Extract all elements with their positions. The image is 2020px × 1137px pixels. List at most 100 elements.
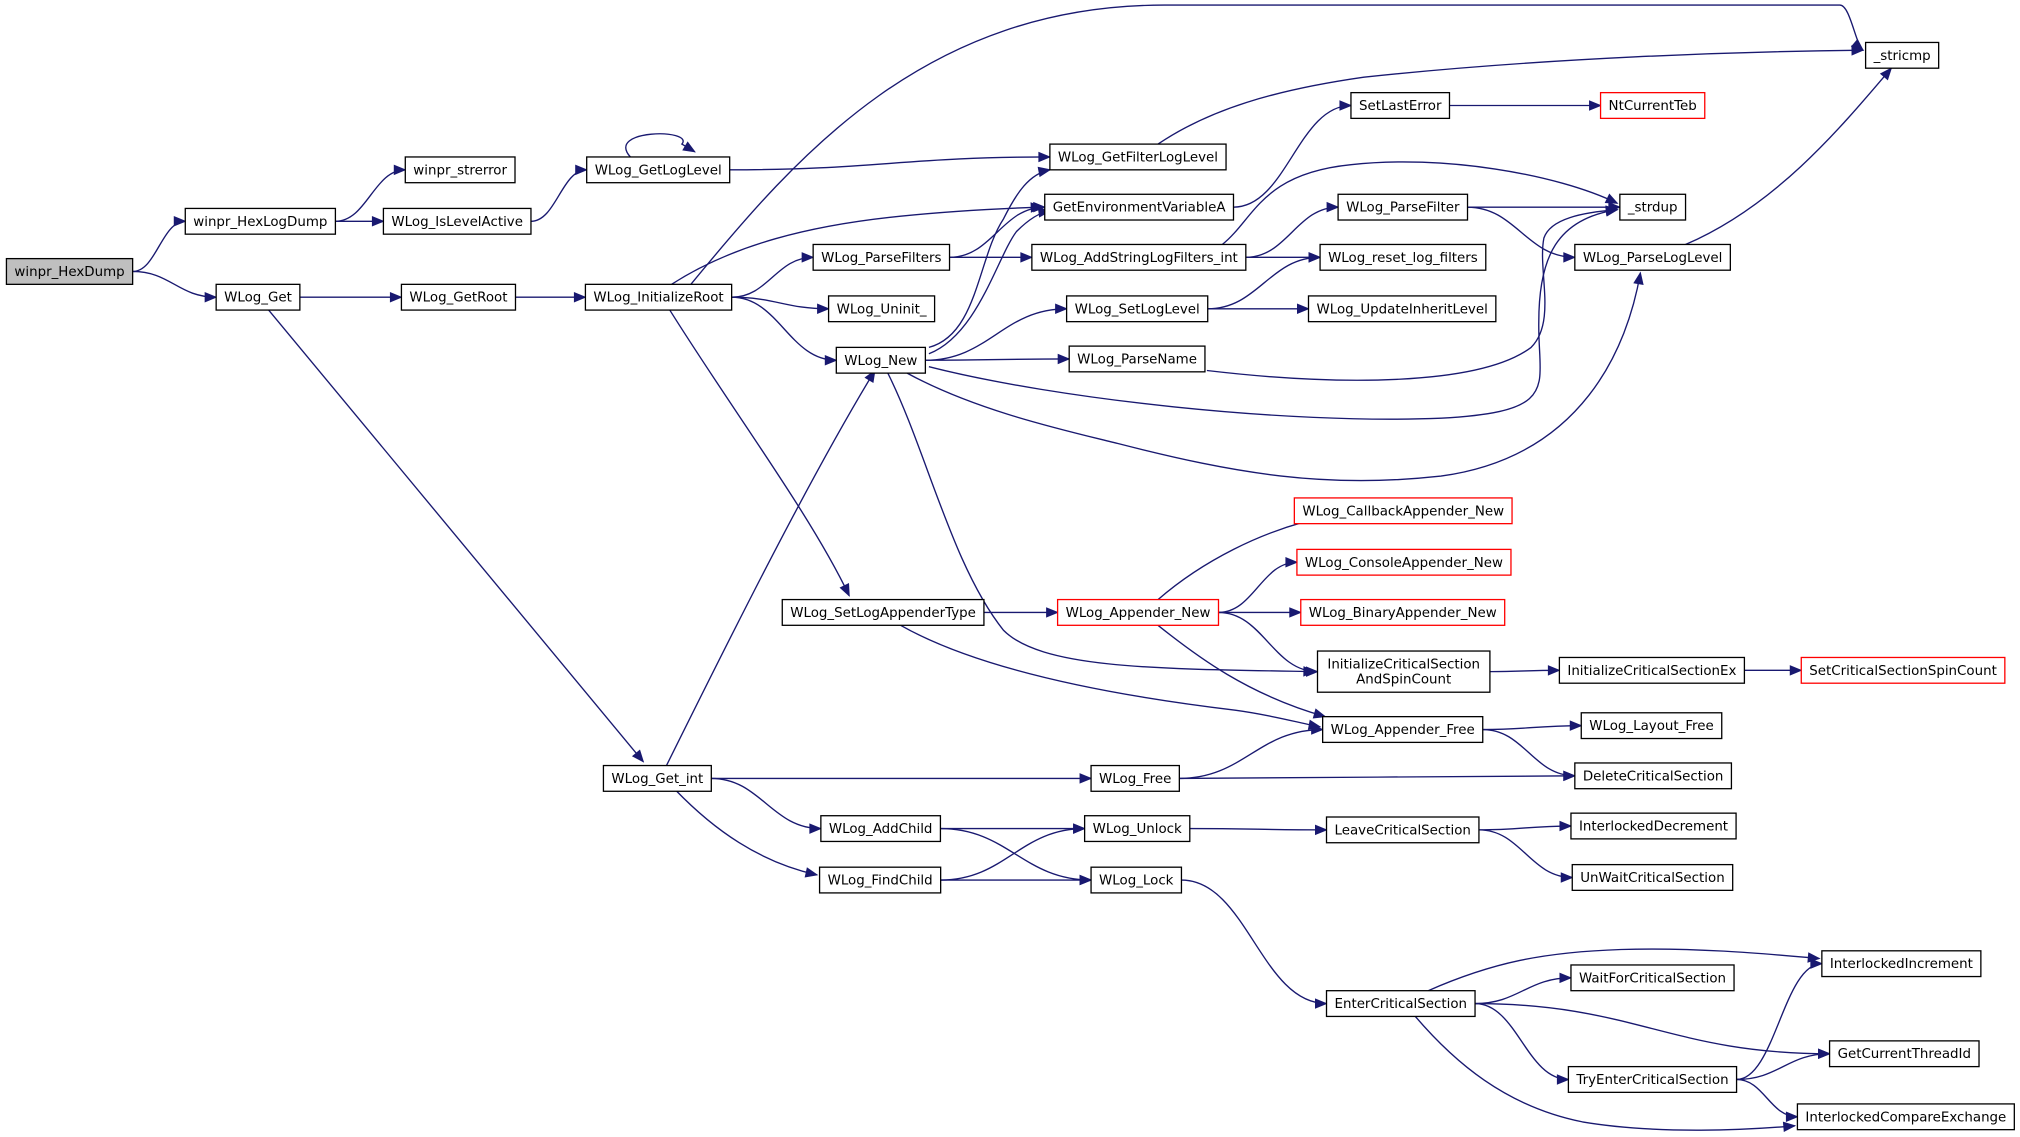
edge-wlog-new-to-wlog-parsename <box>925 353 1071 365</box>
edge-wlog-get-int-to-wlog-free <box>711 773 1093 784</box>
graph-node-wlog-findchild[interactable]: WLog_FindChild <box>818 866 942 894</box>
node-label: WLog_AddStringLogFilters_int <box>1040 251 1238 266</box>
node-label: WLog_Get <box>224 291 292 306</box>
graph-node-wlog-appender-new[interactable]: WLog_Appender_New <box>1056 598 1220 626</box>
node-box <box>1574 762 1733 790</box>
node-box <box>215 283 301 311</box>
graph-node-wlog-addchild[interactable]: WLog_AddChild <box>820 815 942 843</box>
call-graph-edges <box>132 4 1893 1133</box>
node-label: TryEnterCriticalSection <box>1575 1073 1728 1088</box>
graph-node-unwaitcriticalsection[interactable]: UnWaitCriticalSection <box>1571 863 1734 891</box>
graph-node-getenvironmentvariablea[interactable]: GetEnvironmentVariableA <box>1044 193 1235 221</box>
graph-node-setcriticalsectionspincount[interactable]: SetCriticalSectionSpinCount <box>1800 656 2006 684</box>
node-box <box>1300 598 1506 626</box>
graph-node-wlog-initializeroot[interactable]: WLog_InitializeRoot <box>584 283 733 311</box>
node-label: GetCurrentThreadId <box>1838 1047 1971 1062</box>
graph-node-wlog-parsefilters[interactable]: WLog_ParseFilters <box>812 243 951 271</box>
edge-wlog-islevelactive-to-wlog-getloglevel <box>530 164 589 222</box>
graph-node-winpr-hexlogdump[interactable]: winpr_HexLogDump <box>184 207 337 235</box>
node-label: WLog_Get_int <box>611 772 703 787</box>
graph-node-interlockeddecrement[interactable]: InterlockedDecrement <box>1570 812 1737 840</box>
graph-node-wlog-islevelactive[interactable]: WLog_IsLevelActive <box>382 207 532 235</box>
graph-node-wlog-addstringlogfilters-int[interactable]: WLog_AddStringLogFilters_int <box>1031 243 1247 271</box>
edge-wlog-parseloglevel-to--stricmp <box>1685 67 1893 246</box>
graph-node-deletecriticalsection[interactable]: DeleteCriticalSection <box>1574 762 1733 790</box>
edge-wlog-free-to-wlog-appender-free <box>1179 724 1324 780</box>
graph-node-wlog-lock[interactable]: WLog_Lock <box>1090 866 1183 894</box>
graph-node-initializecriticalsectionex[interactable]: InitializeCriticalSectionEx <box>1558 656 1746 684</box>
node-box <box>820 815 942 843</box>
edge-wlog-get-int-to-wlog-findchild <box>675 789 819 878</box>
node-box <box>1316 650 1491 693</box>
node-box <box>835 346 927 374</box>
node-label: LeaveCriticalSection <box>1335 823 1471 838</box>
edge-wlog-addstringlogfilters-int-to-wlog-parsefilter <box>1245 201 1340 258</box>
graph-node-wlog-setlogappendertype[interactable]: WLog_SetLogAppenderType <box>781 598 985 626</box>
edge-initializecriticalsectionandspincount-to-initializecriticalsectionex <box>1489 665 1561 676</box>
graph-node-wlog-reset-log-filters[interactable]: WLog_reset_log_filters <box>1319 243 1487 271</box>
graph-node-wlog-getloglevel[interactable]: WLog_GetLogLevel <box>586 156 731 184</box>
graph-node-wlog-unlock[interactable]: WLog_Unlock <box>1083 815 1191 843</box>
node-label: WLog_GetFilterLogLevel <box>1058 150 1218 165</box>
node-label: winpr_strerror <box>413 163 507 178</box>
graph-node-wlog-consoleappender-new[interactable]: WLog_ConsoleAppender_New <box>1296 548 1512 576</box>
graph-node-wlog-get-int[interactable]: WLog_Get_int <box>602 764 712 792</box>
edge-wlog-new-to-getenvironmentvariablea <box>928 207 1052 355</box>
edge-wlog-parsename-to--strdup <box>1206 205 1619 381</box>
edge-winpr-hexdump-to-wlog-get <box>132 270 218 303</box>
graph-node-wlog-parsefilter[interactable]: WLog_ParseFilter <box>1337 193 1469 221</box>
graph-node-wlog-binaryappender-new[interactable]: WLog_BinaryAppender_New <box>1300 598 1506 626</box>
node-label: UnWaitCriticalSection <box>1580 871 1724 886</box>
graph-node-wlog-setloglevel[interactable]: WLog_SetLogLevel <box>1065 295 1209 323</box>
graph-node-leavecriticalsection[interactable]: LeaveCriticalSection <box>1325 816 1480 844</box>
graph-node-wlog-new[interactable]: WLog_New <box>835 346 927 374</box>
node-label: WLog_InitializeRoot <box>593 291 723 306</box>
graph-node-entercriticalsection[interactable]: EnterCriticalSection <box>1325 990 1476 1018</box>
graph-node-wlog-free[interactable]: WLog_Free <box>1090 764 1180 792</box>
edge-wlog-get-to-wlog-get-int <box>267 308 645 763</box>
graph-node--stricmp[interactable]: _stricmp <box>1864 41 1940 69</box>
edge-wlog-addchild-to-wlog-lock <box>940 827 1093 886</box>
graph-node-wlog-getroot[interactable]: WLog_GetRoot <box>400 283 517 311</box>
node-label: WLog_SetLogAppenderType <box>790 606 976 621</box>
node-label: WLog_Free <box>1099 772 1171 787</box>
node-label: WLog_ParseLogLevel <box>1583 251 1723 266</box>
node-box <box>1031 243 1247 271</box>
graph-node-ntcurrentteb[interactable]: NtCurrentTeb <box>1599 91 1706 120</box>
edge-wlog-unlock-to-leavecriticalsection <box>1189 824 1328 836</box>
edge-leavecriticalsection-to-unwaitcriticalsection <box>1478 829 1574 883</box>
node-label: NtCurrentTeb <box>1609 99 1697 114</box>
node-label: WLog_Layout_Free <box>1589 719 1713 734</box>
edge-wlog-addchild-to-wlog-unlock <box>940 823 1086 834</box>
edge-wlog-initializeroot-to-wlog-uninit- <box>731 296 830 315</box>
node-box <box>1049 143 1227 171</box>
graph-node-tryentercriticalsection[interactable]: TryEnterCriticalSection <box>1567 1065 1738 1093</box>
edge-wlog-get-int-to-wlog-new <box>665 369 876 766</box>
node-box <box>1567 1065 1738 1093</box>
graph-node-winpr-strerror[interactable]: winpr_strerror <box>404 156 516 184</box>
graph-node-wlog-parseloglevel[interactable]: WLog_ParseLogLevel <box>1574 243 1731 271</box>
graph-node-wlog-updateinheritlevel[interactable]: WLog_UpdateInheritLevel <box>1307 295 1497 323</box>
graph-node-interlockedincrement[interactable]: InterlockedIncrement <box>1821 950 1982 978</box>
graph-node-waitforcriticalsection[interactable]: WaitForCriticalSection <box>1570 964 1735 992</box>
graph-node-interlockedcompareexchange[interactable]: InterlockedCompareExchange <box>1796 1103 2015 1131</box>
edge-tryentercriticalsection-to-getcurrentthreadid <box>1736 1048 1831 1081</box>
node-label: InitializeCriticalSection <box>1327 658 1480 673</box>
graph-node-winpr-hexdump[interactable]: winpr_HexDump <box>5 257 134 285</box>
graph-node-wlog-appender-free[interactable]: WLog_Appender_Free <box>1321 715 1484 744</box>
edge-wlog-initializeroot-to--stricmp <box>690 4 1865 285</box>
graph-node--strdup[interactable]: _strdup <box>1619 193 1687 221</box>
graph-node-wlog-getfilterloglevel[interactable]: WLog_GetFilterLogLevel <box>1049 143 1227 171</box>
node-box <box>1065 295 1209 323</box>
node-box <box>602 764 712 792</box>
graph-node-setlasterror[interactable]: SetLastError <box>1350 91 1451 120</box>
graph-node-wlog-get[interactable]: WLog_Get <box>215 283 301 311</box>
graph-node-wlog-layout-free[interactable]: WLog_Layout_Free <box>1580 712 1723 740</box>
graph-node-wlog-parsename[interactable]: WLog_ParseName <box>1068 345 1206 373</box>
node-label: SetLastError <box>1359 99 1442 114</box>
node-label: _stricmp <box>1873 49 1931 64</box>
graph-node-wlog-callbackappender-new[interactable]: WLog_CallbackAppender_New <box>1293 497 1513 525</box>
graph-node-wlog-uninit-[interactable]: WLog_Uninit_ <box>827 295 936 323</box>
graph-node-getcurrentthreadid[interactable]: GetCurrentThreadId <box>1828 1040 1980 1068</box>
